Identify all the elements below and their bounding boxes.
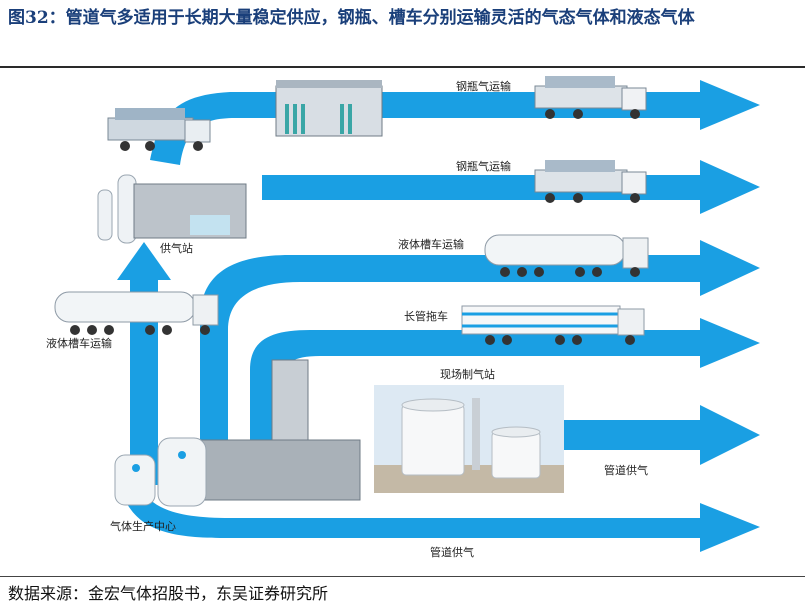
label-cylinder-transport-2: 钢瓶气运输	[456, 159, 511, 173]
supply-station-illustration	[97, 174, 247, 244]
liquid-tanker-right	[484, 234, 649, 277]
cylinder-truck-top	[534, 76, 647, 119]
bottom-divider	[0, 576, 805, 577]
figure-title: 图32：管道气多适用于长期大量稳定供应，钢瓶、槽车分别运输灵活的气态气体和液态气…	[8, 8, 695, 28]
top-divider	[0, 66, 805, 68]
label-pipeline-supply-1: 管道供气	[604, 463, 648, 477]
arrow-top-curve	[150, 80, 760, 165]
long-tube-trailer	[461, 305, 645, 345]
label-onsite-station: 现场制气站	[440, 367, 495, 381]
arrow-pipeline-1	[540, 405, 760, 465]
label-supply-station: 供气站	[160, 241, 193, 255]
label-liquid-tanker-left: 液体槽车运输	[46, 336, 112, 350]
label-long-tube-trailer: 长管拖车	[404, 309, 448, 323]
label-liquid-tanker-right: 液体槽车运输	[398, 237, 464, 251]
arrow-up-head	[117, 242, 171, 280]
label-production-center: 气体生产中心	[110, 519, 176, 533]
label-cylinder-transport-1: 钢瓶气运输	[456, 79, 511, 93]
arrow-pipeline-2	[125, 485, 760, 552]
gas-supply-diagram: 钢瓶气运输 钢瓶气运输 液体槽车运输 长管拖车 现场制气站 管道供气 管道供气 …	[46, 76, 760, 559]
cylinder-warehouse	[275, 80, 383, 137]
source-note: 数据来源：金宏气体招股书，东吴证券研究所	[8, 584, 329, 603]
arrow-second	[262, 160, 760, 214]
cylinder-truck-second	[534, 160, 647, 203]
arrow-longtube-curve	[228, 318, 760, 470]
production-center-illustration	[114, 359, 361, 507]
onsite-station-photo	[374, 385, 564, 493]
liquid-tanker-left	[54, 291, 219, 335]
label-pipeline-supply-2: 管道供气	[430, 545, 474, 559]
cylinder-truck-left	[107, 108, 211, 151]
